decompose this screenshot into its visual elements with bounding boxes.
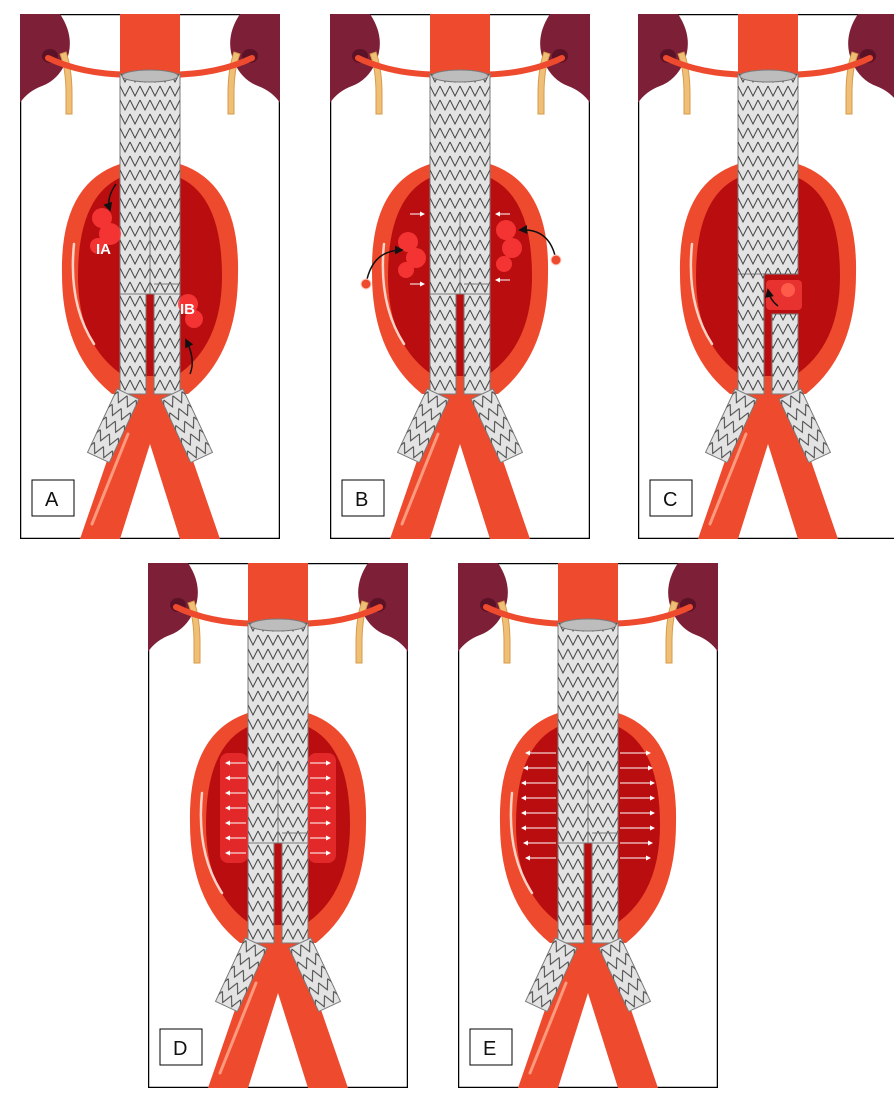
panel-label: A (45, 489, 59, 511)
diagram-c: C (638, 14, 894, 539)
panel-c: C (638, 14, 894, 539)
panel-label: B (355, 489, 368, 511)
label-ia: IA (96, 241, 111, 258)
diagram-d: D (148, 563, 408, 1088)
panel-d: D (148, 563, 408, 1088)
panel-a: IA IB A (20, 14, 280, 539)
panel-b: B (330, 14, 590, 539)
panel-label: C (663, 489, 677, 511)
diagram-e: E (458, 563, 718, 1088)
leak-blood-junction (766, 280, 802, 310)
panel-label: E (483, 1038, 496, 1060)
diagram-a: IA IB A (20, 14, 280, 539)
panel-e: E (458, 563, 718, 1088)
label-ib: IB (180, 301, 195, 318)
diagram-b: B (330, 14, 590, 539)
panel-label: D (173, 1038, 187, 1060)
